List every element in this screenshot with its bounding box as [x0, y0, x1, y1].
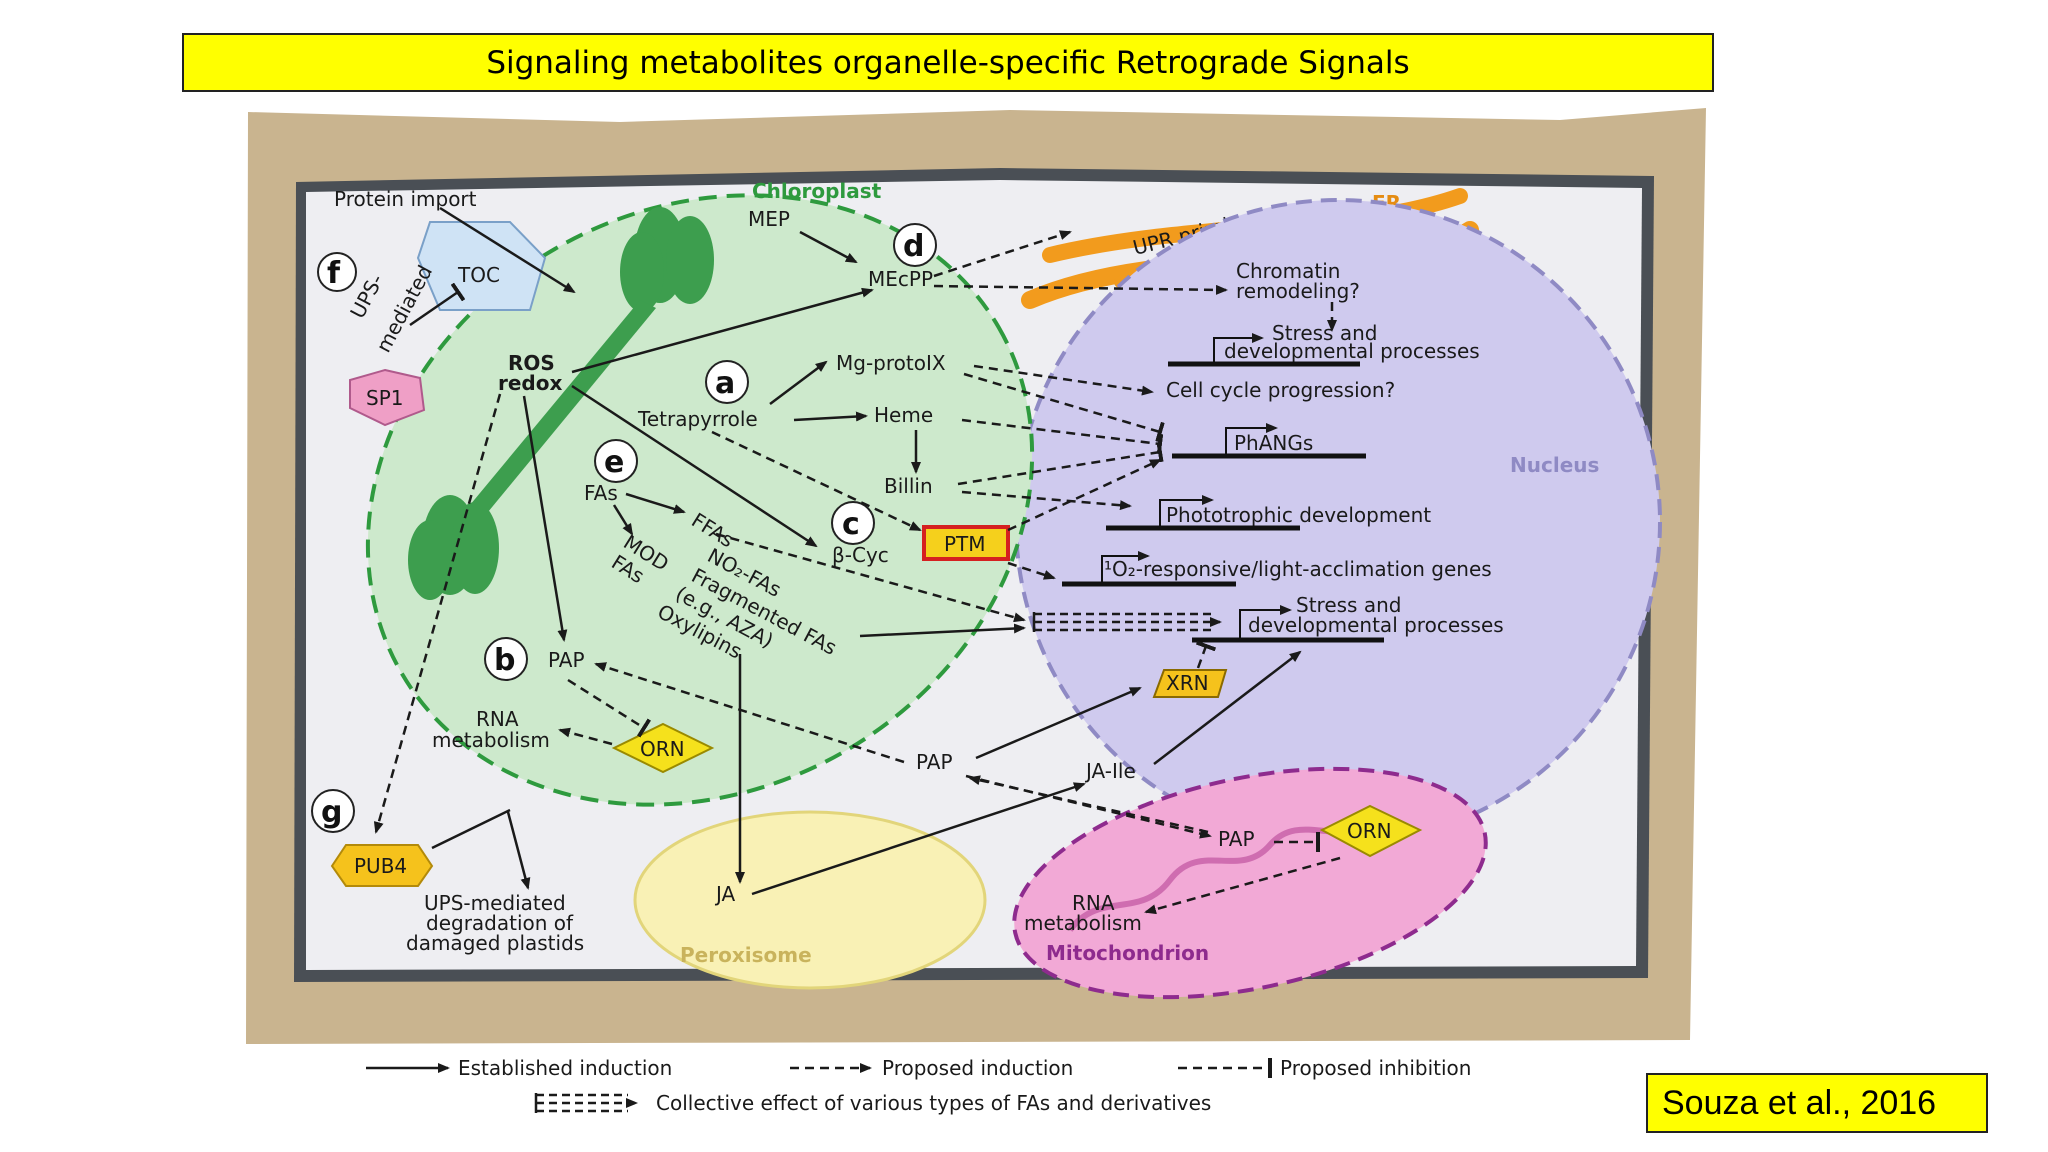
chromatin-label-2: remodeling?	[1236, 279, 1360, 303]
chloroplast	[365, 193, 1035, 807]
chromatin-label-1: Chromatin	[1236, 259, 1340, 283]
mitochondrion-label: Mitochondrion	[1046, 941, 1209, 965]
phangs-label: PhANGs	[1234, 431, 1313, 455]
pap-cyto-label: PAP	[916, 750, 953, 774]
cell-cycle-label: Cell cycle progression?	[1166, 378, 1395, 402]
nucleus-label: Nucleus	[1510, 453, 1599, 477]
stress-dev-2-label-a: Stress and	[1296, 593, 1401, 617]
ja-label: JA	[714, 882, 736, 906]
toc-shape	[416, 221, 547, 311]
ptm-box	[922, 525, 1010, 561]
xrn-label: XRN	[1166, 671, 1209, 695]
mito-rna-label-2: metabolism	[1024, 911, 1142, 935]
protein-import-label: Protein import	[334, 187, 477, 211]
legend-collective: Collective effect of various types of FA…	[656, 1091, 1211, 1115]
panel-markers: f a e d c b g	[311, 223, 937, 833]
mito-rna-label-1: RNA	[1072, 891, 1115, 915]
pub4-shape	[330, 844, 434, 887]
rna-metabolism-label-2: metabolism	[432, 728, 550, 752]
ups-degradation-label-2: degradation of	[426, 911, 574, 935]
billin-label: Billin	[884, 474, 933, 498]
stress-dev-1-label-a: Stress and	[1272, 321, 1377, 345]
panel-d: d	[903, 229, 924, 264]
ptm-label: PTM	[944, 532, 986, 556]
signal-arrows	[409, 206, 1302, 896]
o2-responsive-label: ¹O₂-responsive/light-acclimation genes	[1104, 557, 1492, 581]
phototrophic-label: Phototrophic development	[1166, 503, 1431, 527]
panel-b: b	[494, 643, 515, 678]
slide-title: Signaling metabolites organelle-specific…	[182, 33, 1714, 92]
legend-established: Established induction	[458, 1056, 672, 1080]
ups-degradation-label-3: damaged plastids	[406, 931, 584, 955]
nuclear-targets: Chromatin remodeling? Stress and develop…	[1062, 259, 1504, 643]
rna-metabolism-label-1: RNA	[476, 707, 519, 731]
peroxisome-label: Peroxisome	[680, 943, 812, 967]
pub4-label: PUB4	[354, 854, 407, 878]
sp1-shape	[349, 368, 426, 427]
sp1-label: SP1	[366, 386, 403, 410]
fas-label: FAs	[584, 481, 618, 505]
panel-e: e	[604, 445, 624, 480]
orn-label: ORN	[640, 737, 685, 761]
peroxisome	[633, 810, 987, 990]
redox-label: redox	[498, 371, 562, 395]
ja-ile-label: JA-Ile	[1084, 759, 1136, 783]
proposed-arrows	[373, 230, 1341, 915]
orn-mito-shape	[1319, 804, 1423, 858]
legend-proposed-inhibition: Proposed inhibition	[1280, 1056, 1471, 1080]
toc-label: TOC	[457, 263, 500, 287]
legend: Established induction Proposed induction…	[366, 1056, 1471, 1115]
ros-label: ROS	[508, 351, 555, 375]
orn-mito-label: ORN	[1347, 819, 1392, 843]
ups-degradation-label-1: UPS-mediated	[424, 891, 566, 915]
mg-protoix-label: Mg-protoIX	[836, 351, 946, 375]
mep-label: MEP	[748, 207, 790, 231]
stress-dev-2-label-b: developmental processes	[1248, 613, 1504, 637]
pap-chloro-label: PAP	[548, 648, 585, 672]
legend-proposed-induction: Proposed induction	[882, 1056, 1073, 1080]
panel-a: a	[715, 366, 735, 401]
panel-g: g	[321, 795, 342, 830]
heme-label: Heme	[874, 403, 933, 427]
collective-fa-arrow	[1032, 612, 1222, 632]
beta-cyc-label: β-Cyc	[832, 543, 889, 567]
chloroplast-label: Chloroplast	[752, 179, 882, 203]
panel-c: c	[842, 507, 860, 542]
tetrapyrrole-label: Tetrapyrrole	[637, 407, 758, 431]
pap-mito-label: PAP	[1218, 827, 1255, 851]
panel-f: f	[327, 256, 341, 291]
stress-dev-1-label-b: developmental processes	[1224, 339, 1480, 363]
mecpp-label: MEcPP	[868, 267, 933, 291]
citation: Souza et al., 2016	[1646, 1073, 1988, 1133]
xrn-shape	[1152, 669, 1228, 698]
